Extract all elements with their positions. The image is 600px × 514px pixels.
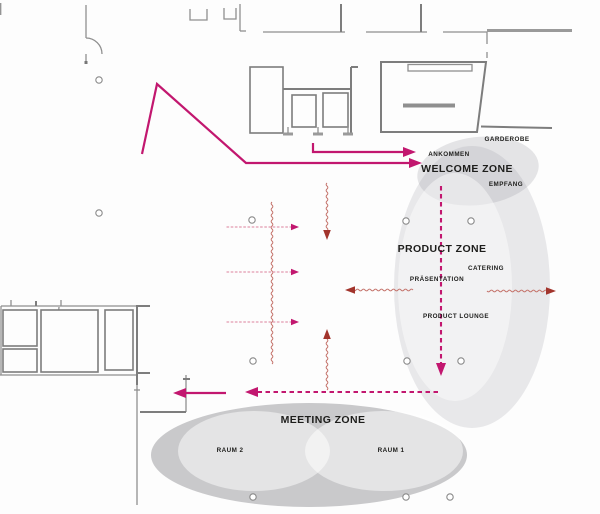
arrowhead-up: [323, 329, 331, 339]
wavy-barrier-line: [270, 201, 274, 365]
wall-bracket: [189, 9, 208, 21]
raum-1-label: RAUM 1: [378, 447, 405, 454]
column-markers: [95, 76, 475, 501]
raum-2-ellipse: [178, 411, 330, 491]
product-lounge-label: PRODUCT LOUNGE: [423, 313, 489, 320]
arrowhead-down: [323, 230, 331, 240]
raum-1-ellipse: [305, 411, 463, 491]
arrowhead-right: [291, 223, 299, 231]
raum-2-label: RAUM 2: [217, 447, 244, 454]
column-marker: [457, 357, 465, 365]
column-marker: [95, 209, 103, 217]
garderobe-label: GARDEROBE: [485, 136, 530, 143]
empfang-label: EMPFANG: [489, 181, 523, 188]
column-marker: [248, 216, 256, 224]
room: [40, 309, 99, 373]
core-room: [249, 66, 284, 134]
wavy-arrow-down: [325, 182, 329, 232]
column-marker: [249, 493, 257, 501]
room: [2, 348, 38, 373]
column-marker: [402, 217, 410, 225]
architecture-walls: [0, 3, 572, 505]
arrowhead-right: [291, 268, 299, 276]
praesentation-label: PRÄSENTATION: [410, 275, 464, 283]
welcome-zone-ellipse: [417, 136, 539, 206]
column-marker: [446, 493, 454, 501]
arrowhead-left: [345, 286, 355, 294]
reception-desk: [403, 103, 455, 108]
arrowhead-right: [403, 147, 416, 157]
wall-bracket: [223, 8, 237, 20]
arrowhead-left: [173, 388, 186, 398]
wall: [480, 125, 553, 129]
product-zone-title: PRODUCT ZONE: [398, 243, 487, 255]
wavy-arrow-left: [352, 288, 414, 292]
product-zone-outer-ellipse: [394, 146, 550, 428]
arrowhead-left: [245, 387, 258, 397]
room: [104, 309, 134, 371]
wavy-arrow-up: [325, 338, 329, 391]
arrowhead-right: [546, 287, 556, 295]
counter: [407, 63, 473, 72]
welcome-zone-title: WELCOME ZONE: [421, 163, 513, 175]
zone-ellipses: [151, 136, 550, 507]
room: [2, 309, 38, 347]
catering-label: CATERING: [468, 265, 504, 272]
arrowhead-down: [436, 363, 446, 376]
reception-room-outline: [380, 61, 488, 133]
column-marker: [95, 76, 103, 84]
wavy-arrow-right: [486, 289, 548, 293]
entry-zigzag-arrow: [140, 81, 410, 165]
core-cell: [291, 94, 317, 128]
secondary-flow-arrows: [226, 182, 556, 391]
arrowhead-right: [409, 158, 422, 168]
meeting-zone-title: MEETING ZONE: [281, 414, 366, 426]
column-marker: [403, 357, 411, 365]
arrowhead-right: [291, 318, 299, 326]
zone-labels: GARDEROBE ANKOMMEN WELCOME ZONE EMPFANG …: [217, 136, 530, 454]
core-cell: [322, 92, 349, 128]
ankommen-label: ANKOMMEN: [428, 151, 469, 158]
column-marker: [402, 493, 410, 501]
core-exit-arrow: [311, 143, 404, 154]
main-flow-arrows: [140, 81, 446, 398]
door-hinge: [84, 61, 88, 64]
column-marker: [467, 217, 475, 225]
door-swing-arc: [85, 37, 103, 55]
product-zone-inner-ellipse: [398, 173, 512, 401]
column-marker: [249, 357, 257, 365]
